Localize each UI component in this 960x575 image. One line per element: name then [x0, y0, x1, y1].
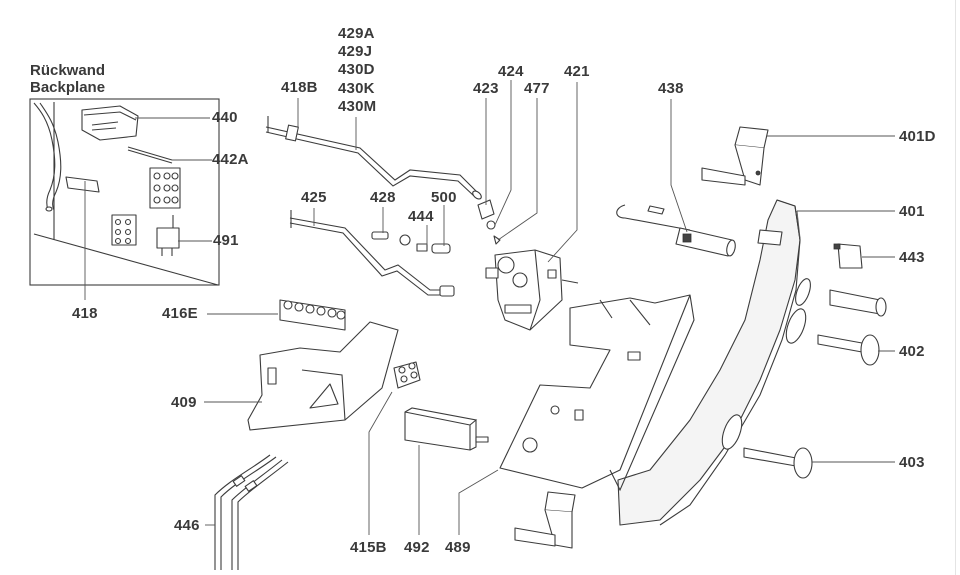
- part-label: 409: [171, 394, 197, 411]
- part-label: 430M: [338, 98, 377, 115]
- part-label: 446: [174, 517, 200, 534]
- leader-lines: [84, 80, 895, 535]
- part-label: 500: [431, 189, 457, 206]
- part-label: 428: [370, 189, 396, 206]
- control-board: [499, 294, 695, 549]
- part-label: 401D: [899, 128, 936, 145]
- part-label: 421: [564, 63, 590, 80]
- part-label: 415B: [350, 539, 387, 556]
- backplane-inset: [29, 98, 220, 286]
- fittings: [371, 199, 501, 254]
- part-label: 401: [899, 203, 925, 220]
- part-label: 489: [445, 539, 471, 556]
- inset-title-en: Backplane: [30, 79, 106, 96]
- part-label: 438: [658, 80, 684, 97]
- part-label: 491: [213, 232, 239, 249]
- part-label: 444: [408, 208, 434, 225]
- ignition-electrode: [616, 204, 736, 257]
- small-terminal: [393, 361, 421, 389]
- clip-top: [701, 126, 769, 186]
- part-label: 430D: [338, 61, 375, 78]
- part-label: 418: [72, 305, 98, 322]
- capacitor-block: [404, 407, 489, 451]
- inset-title: Rückwand Backplane: [30, 62, 105, 96]
- inset-title-de: Rückwand: [30, 62, 106, 79]
- terminal-strip: [279, 299, 346, 331]
- part-label: 442A: [212, 151, 249, 168]
- part-label: 429J: [338, 43, 373, 60]
- page-edge-line: [955, 0, 956, 575]
- gas-pipe-lower: [289, 210, 455, 297]
- main-casing: [617, 199, 811, 526]
- part-label: 477: [524, 80, 550, 97]
- part-label: 416E: [162, 305, 198, 322]
- part-label: 403: [899, 454, 925, 471]
- gas-valve: [485, 249, 579, 331]
- gas-pipe-upper: [265, 116, 482, 200]
- part-label: 492: [404, 539, 430, 556]
- part-label: 425: [301, 189, 327, 206]
- part-label: 424: [498, 63, 524, 80]
- part-label: 402: [899, 343, 925, 360]
- part-label: 429A: [338, 25, 375, 42]
- part-label: 418B: [281, 79, 318, 96]
- part-label: 423: [473, 80, 499, 97]
- part-label: 443: [899, 249, 925, 266]
- cables: [214, 454, 289, 570]
- knobs: [743, 243, 887, 479]
- part-label: 430K: [338, 80, 375, 97]
- cover-plate: [247, 321, 399, 431]
- part-label: 440: [212, 109, 238, 126]
